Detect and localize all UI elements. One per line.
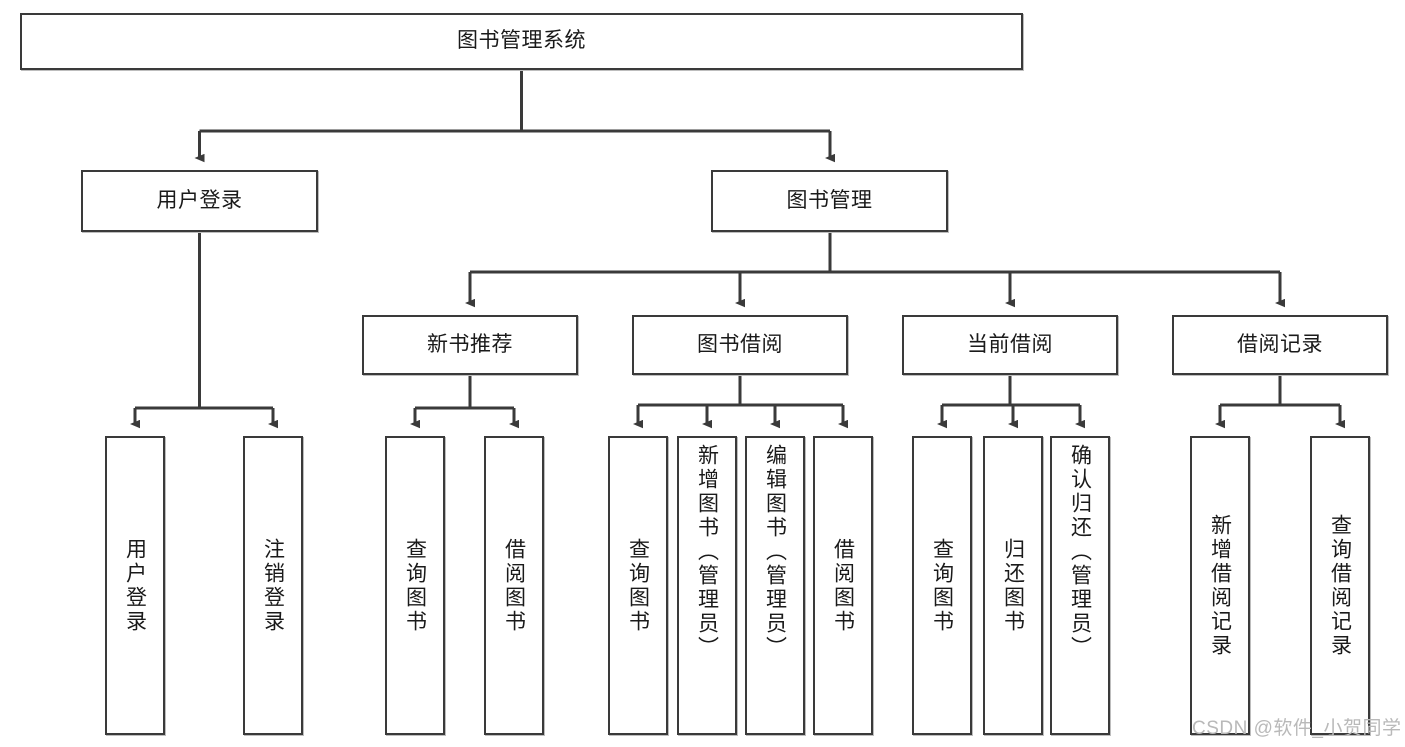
leaf-return-book-label: 归还图书 [1001, 537, 1025, 634]
leaf-borrow-book-label: 借阅图书 [831, 537, 855, 634]
leaf-edit-book-admin-label: 编辑图书（管理员） [763, 444, 787, 660]
node-user-login[interactable]: 用户登录 [81, 170, 318, 232]
node-user-login-label: 用户登录 [156, 188, 243, 212]
leaf-borrow-book-recommend[interactable]: 借阅图书 [484, 436, 544, 735]
node-root-label: 图书管理系统 [457, 29, 586, 53]
leaf-logout-label: 注销登录 [261, 537, 285, 634]
node-book-management[interactable]: 图书管理 [711, 170, 948, 232]
leaf-query-borrow-record[interactable]: 查询借阅记录 [1310, 436, 1370, 735]
node-new-book-recommend[interactable]: 新书推荐 [362, 315, 578, 375]
csdn-watermark: CSDN @软件_小贺同学 [1192, 718, 1402, 739]
leaf-logout[interactable]: 注销登录 [243, 436, 303, 735]
node-book-borrow[interactable]: 图书借阅 [632, 315, 848, 375]
node-root[interactable]: 图书管理系统 [20, 13, 1023, 70]
leaf-return-book[interactable]: 归还图书 [983, 436, 1043, 735]
leaf-user-login-label: 用户登录 [123, 537, 147, 634]
node-book-borrow-label: 图书借阅 [697, 332, 783, 356]
node-current-borrow-label: 当前借阅 [967, 332, 1053, 356]
leaf-borrow-book[interactable]: 借阅图书 [813, 436, 873, 735]
leaf-add-book-admin[interactable]: 新增图书（管理员） [677, 436, 737, 735]
leaf-query-book-recommend[interactable]: 查询图书 [385, 436, 445, 735]
leaf-query-borrow-record-label: 查询借阅记录 [1328, 513, 1352, 658]
leaf-confirm-return-admin-label: 确认归还（管理员） [1068, 444, 1092, 660]
leaf-add-book-admin-label: 新增图书（管理员） [695, 444, 719, 660]
leaf-query-book-borrow-label: 查询图书 [626, 537, 650, 634]
leaf-query-book-current-label: 查询图书 [930, 537, 954, 634]
leaf-confirm-return-admin[interactable]: 确认归还（管理员） [1050, 436, 1110, 735]
node-borrow-record-label: 借阅记录 [1237, 332, 1323, 356]
leaf-borrow-book-recommend-label: 借阅图书 [502, 537, 526, 634]
leaf-edit-book-admin[interactable]: 编辑图书（管理员） [745, 436, 805, 735]
node-book-management-label: 图书管理 [786, 188, 873, 212]
node-new-book-recommend-label: 新书推荐 [427, 332, 513, 356]
leaf-query-book-current[interactable]: 查询图书 [912, 436, 972, 735]
leaf-user-login[interactable]: 用户登录 [105, 436, 165, 735]
node-borrow-record[interactable]: 借阅记录 [1172, 315, 1388, 375]
leaf-add-borrow-record[interactable]: 新增借阅记录 [1190, 436, 1250, 735]
leaf-query-book-recommend-label: 查询图书 [403, 537, 427, 634]
leaf-add-borrow-record-label: 新增借阅记录 [1208, 513, 1232, 658]
node-current-borrow[interactable]: 当前借阅 [902, 315, 1118, 375]
leaf-query-book-borrow[interactable]: 查询图书 [608, 436, 668, 735]
